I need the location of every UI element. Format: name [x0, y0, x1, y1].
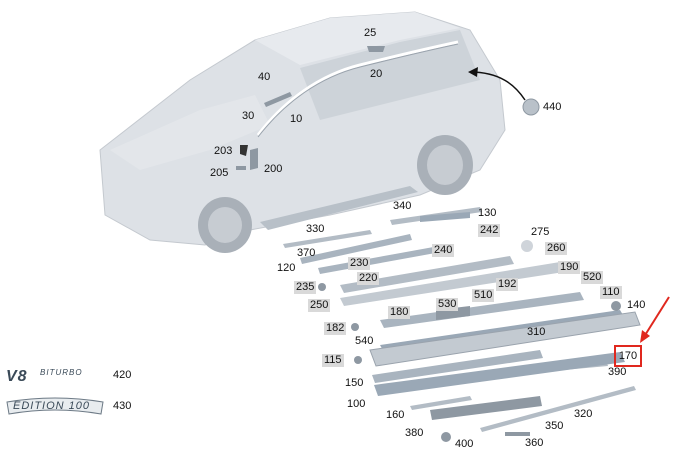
label-440: 440 [543, 101, 562, 113]
label-190: 190 [558, 261, 581, 274]
label-205: 205 [210, 167, 229, 179]
suv-roof [255, 12, 460, 65]
roof-rail-shadow [257, 43, 459, 138]
part-440 [522, 98, 540, 116]
label-235: 235 [294, 281, 317, 294]
roof-rail [256, 40, 459, 136]
suv-windows [300, 30, 480, 120]
part-25 [367, 46, 385, 52]
label-170-highlighted: 170 [614, 345, 642, 367]
part-370 [300, 234, 412, 264]
label-340: 340 [393, 200, 412, 212]
label-220: 220 [357, 272, 380, 285]
label-420: 420 [113, 369, 132, 381]
part-320 [480, 386, 636, 432]
part-360 [505, 432, 530, 436]
label-370: 370 [297, 247, 316, 259]
part-140 [611, 301, 621, 311]
part-40 [264, 92, 292, 107]
label-160: 160 [386, 409, 405, 421]
label-530: 530 [436, 298, 459, 311]
label-350: 350 [545, 420, 564, 432]
label-203: 203 [214, 145, 233, 157]
part-400 [441, 432, 451, 442]
label-320: 320 [574, 408, 593, 420]
part-510 [380, 292, 584, 328]
label-25: 25 [364, 27, 377, 39]
label-230: 230 [348, 257, 371, 270]
label-100: 100 [347, 398, 366, 410]
arrow-440 [469, 71, 526, 101]
label-330: 330 [306, 223, 325, 235]
label-260: 260 [545, 242, 568, 255]
label-40: 40 [258, 71, 271, 83]
part-220 [340, 256, 514, 293]
label-360: 360 [525, 437, 544, 449]
part-100 [374, 352, 625, 396]
label-200: 200 [264, 163, 283, 175]
label-540: 540 [355, 335, 374, 347]
label-140: 140 [627, 299, 646, 311]
emblem-edition: EDITION 100 [13, 400, 91, 412]
part-275 [521, 240, 533, 252]
part-170 [369, 311, 641, 367]
arrow-440-head [468, 67, 478, 77]
label-510: 510 [472, 289, 495, 302]
part-205 [236, 166, 246, 170]
label-110: 110 [600, 286, 622, 299]
part-203 [240, 145, 248, 156]
part-330 [283, 230, 372, 248]
label-430: 430 [113, 400, 132, 412]
emblem-edition-frame [6, 397, 104, 415]
part-182 [351, 323, 359, 331]
label-275: 275 [531, 226, 550, 238]
label-520: 520 [581, 271, 604, 284]
part-150 [372, 350, 543, 383]
label-150: 150 [345, 377, 364, 389]
part-235 [318, 283, 326, 291]
emblem-biturbo: BITURBO [40, 368, 83, 377]
highlight-arrow-head [640, 330, 650, 343]
label-115: 115 [322, 354, 344, 367]
label-250: 250 [308, 299, 331, 312]
part-115 [354, 356, 362, 364]
emblem-v8: V8 [6, 368, 28, 385]
part-130 [420, 212, 470, 222]
label-10: 10 [290, 113, 303, 125]
part-200 [250, 148, 258, 170]
part-250 [340, 262, 564, 306]
running-board [260, 186, 418, 230]
label-182: 182 [324, 322, 347, 335]
label-120: 120 [277, 262, 296, 274]
label-20: 20 [370, 68, 383, 80]
label-130: 130 [478, 207, 497, 219]
label-390: 390 [608, 366, 627, 378]
label-380: 380 [405, 427, 424, 439]
label-192: 192 [496, 278, 519, 291]
label-310: 310 [527, 326, 546, 338]
suv-hood [110, 95, 270, 170]
label-240: 240 [432, 244, 455, 257]
front-wheel-rim [208, 207, 242, 243]
label-30: 30 [242, 110, 255, 122]
highlight-arrow [641, 296, 670, 341]
label-242: 242 [478, 224, 501, 237]
rear-wheel-rim [427, 145, 463, 185]
label-400: 400 [455, 438, 474, 450]
part-380 [430, 396, 542, 420]
part-160 [410, 396, 472, 410]
label-180: 180 [388, 306, 411, 319]
